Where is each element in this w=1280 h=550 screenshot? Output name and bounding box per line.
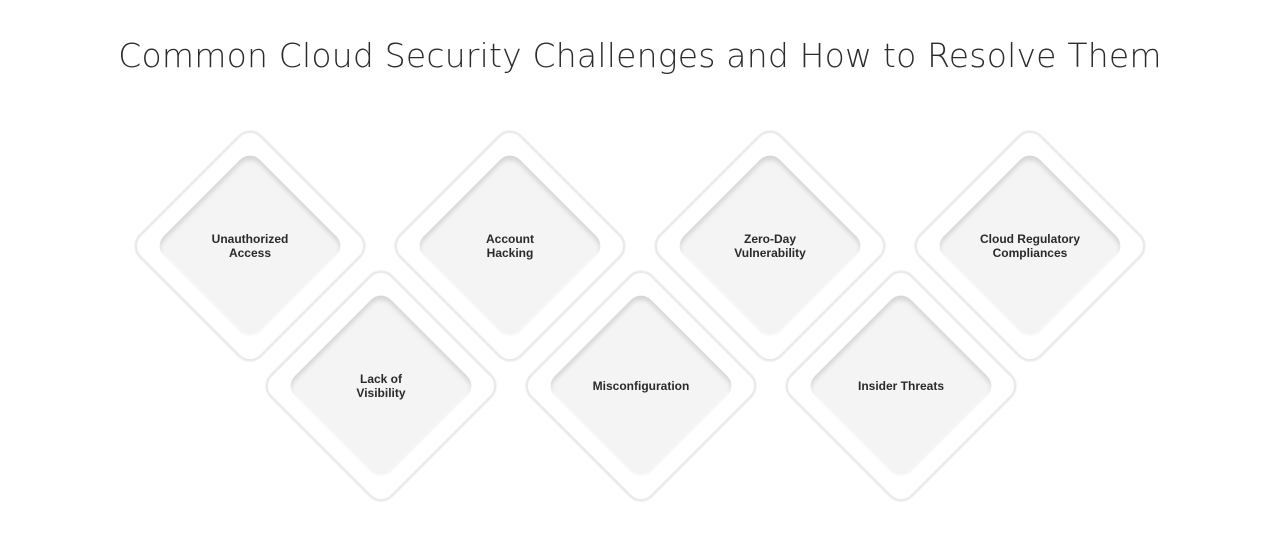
challenge-label: Misconfiguration bbox=[592, 379, 690, 393]
challenge-misconfiguration: Misconfiguration bbox=[519, 264, 763, 508]
challenge-insider-threats: Insider Threats bbox=[779, 264, 1023, 508]
challenge-label: Insider Threats bbox=[857, 379, 945, 393]
page-title: Common Cloud Security Challenges and How… bbox=[118, 36, 1162, 75]
